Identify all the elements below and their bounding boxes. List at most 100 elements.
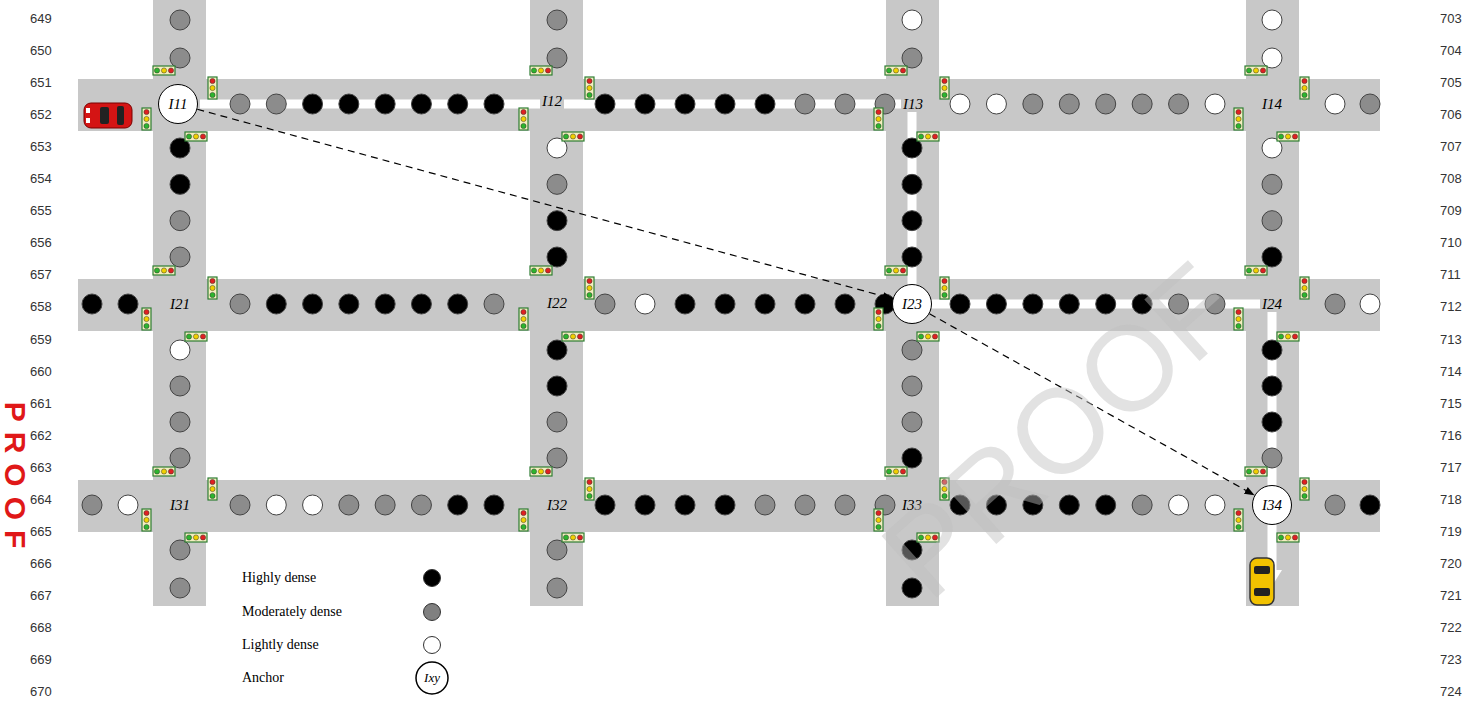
line-number: 670 [30, 685, 52, 699]
line-number: 666 [30, 557, 52, 571]
vehicle-dot [230, 495, 250, 515]
vehicle-dot [1023, 94, 1043, 114]
vehicle-dot [170, 376, 190, 396]
line-number: 652 [30, 108, 52, 122]
intersection-label: I21 [168, 296, 192, 312]
vehicle-dot [547, 174, 567, 194]
vehicle-dot [1262, 247, 1282, 267]
line-number: 659 [30, 333, 52, 347]
traffic-light [1234, 108, 1243, 130]
vehicle-dot [986, 94, 1006, 114]
traffic-light [519, 308, 528, 330]
traffic-light [1245, 467, 1267, 476]
vehicle-dot [902, 376, 922, 396]
line-number: 723 [1440, 653, 1462, 667]
vehicle-dot [950, 94, 970, 114]
vehicle-dot [795, 495, 815, 515]
legend-swatch [423, 569, 441, 587]
line-number: 703 [1440, 12, 1462, 26]
vehicle-dot [1132, 495, 1152, 515]
line-number: 715 [1440, 397, 1462, 411]
vehicle-dot [547, 340, 567, 360]
vehicle-dot [1205, 495, 1225, 515]
vehicle-dot [339, 294, 359, 314]
traffic-light [1300, 77, 1309, 99]
vehicle-dot [902, 448, 922, 468]
vehicle-dot [170, 540, 190, 560]
vehicle-dot [1262, 376, 1282, 396]
vehicle-dot [82, 294, 102, 314]
proof-stamp: PROOF [0, 402, 30, 559]
traffic-light [917, 132, 939, 141]
vehicle-dot [595, 294, 615, 314]
vehicle-dot [595, 94, 615, 114]
vehicle-dot [266, 294, 286, 314]
line-number: 664 [30, 493, 52, 507]
vehicle-dot [547, 540, 567, 560]
anchor-sample-label: Ixy [424, 671, 440, 685]
vehicle-dot [448, 94, 468, 114]
vehicle-dot [795, 94, 815, 114]
vehicle-dot [411, 94, 431, 114]
legend-text: Moderately dense [242, 604, 342, 620]
traffic-light [562, 132, 584, 141]
vehicle-dot [170, 412, 190, 432]
vehicle-dot [82, 495, 102, 515]
line-number: 717 [1440, 461, 1462, 475]
vehicle-dot [448, 495, 468, 515]
anchor-label: I23 [902, 296, 922, 313]
road [78, 79, 1380, 131]
vehicle-dot [755, 94, 775, 114]
traffic-light [153, 467, 175, 476]
vehicle-dot [1325, 495, 1345, 515]
vehicle-dot [1360, 294, 1380, 314]
vehicle-dot [1023, 294, 1043, 314]
vehicle-dot [547, 448, 567, 468]
line-number: 651 [30, 76, 52, 90]
vehicle-dot [170, 10, 190, 30]
line-number: 655 [30, 204, 52, 218]
vehicle-dot [484, 495, 504, 515]
road [153, 0, 206, 606]
traffic-light [153, 66, 175, 75]
traffic-light [185, 332, 207, 341]
legend-text: Anchor [242, 670, 284, 686]
vehicle-dot [635, 94, 655, 114]
vehicle-dot [375, 94, 395, 114]
vehicle-dot [303, 294, 323, 314]
traffic-light [585, 77, 594, 99]
vehicle-dot [1205, 94, 1225, 114]
anchor-sample [416, 662, 448, 694]
vehicle-dot [547, 412, 567, 432]
line-number: 713 [1440, 333, 1462, 347]
legend-swatch [423, 603, 441, 621]
line-number: 657 [30, 268, 52, 282]
vehicle-dot [448, 294, 468, 314]
line-number: 716 [1440, 429, 1462, 443]
anchor-node: I23 [892, 284, 932, 324]
vehicle-dot [484, 94, 504, 114]
traffic-light [562, 533, 584, 542]
traffic-light [1277, 533, 1299, 542]
vehicle-dot [1262, 174, 1282, 194]
vehicle-dot [902, 174, 922, 194]
traffic-light [530, 266, 552, 275]
traffic-light [142, 108, 151, 130]
line-number: 718 [1440, 493, 1462, 507]
traffic-light [585, 277, 594, 299]
line-number: 722 [1440, 621, 1462, 635]
vehicle-dot [715, 495, 735, 515]
vehicle-dot [170, 211, 190, 231]
traffic-light [585, 478, 594, 500]
traffic-light [1234, 509, 1243, 531]
vehicle-dot [170, 578, 190, 598]
vehicle-dot [715, 94, 735, 114]
line-number: 658 [30, 300, 52, 314]
vehicle-dot [715, 294, 735, 314]
line-number: 665 [30, 525, 52, 539]
vehicle-dot [1169, 94, 1189, 114]
traffic-light [519, 509, 528, 531]
vehicle-dot [547, 10, 567, 30]
vehicle-dot [118, 495, 138, 515]
